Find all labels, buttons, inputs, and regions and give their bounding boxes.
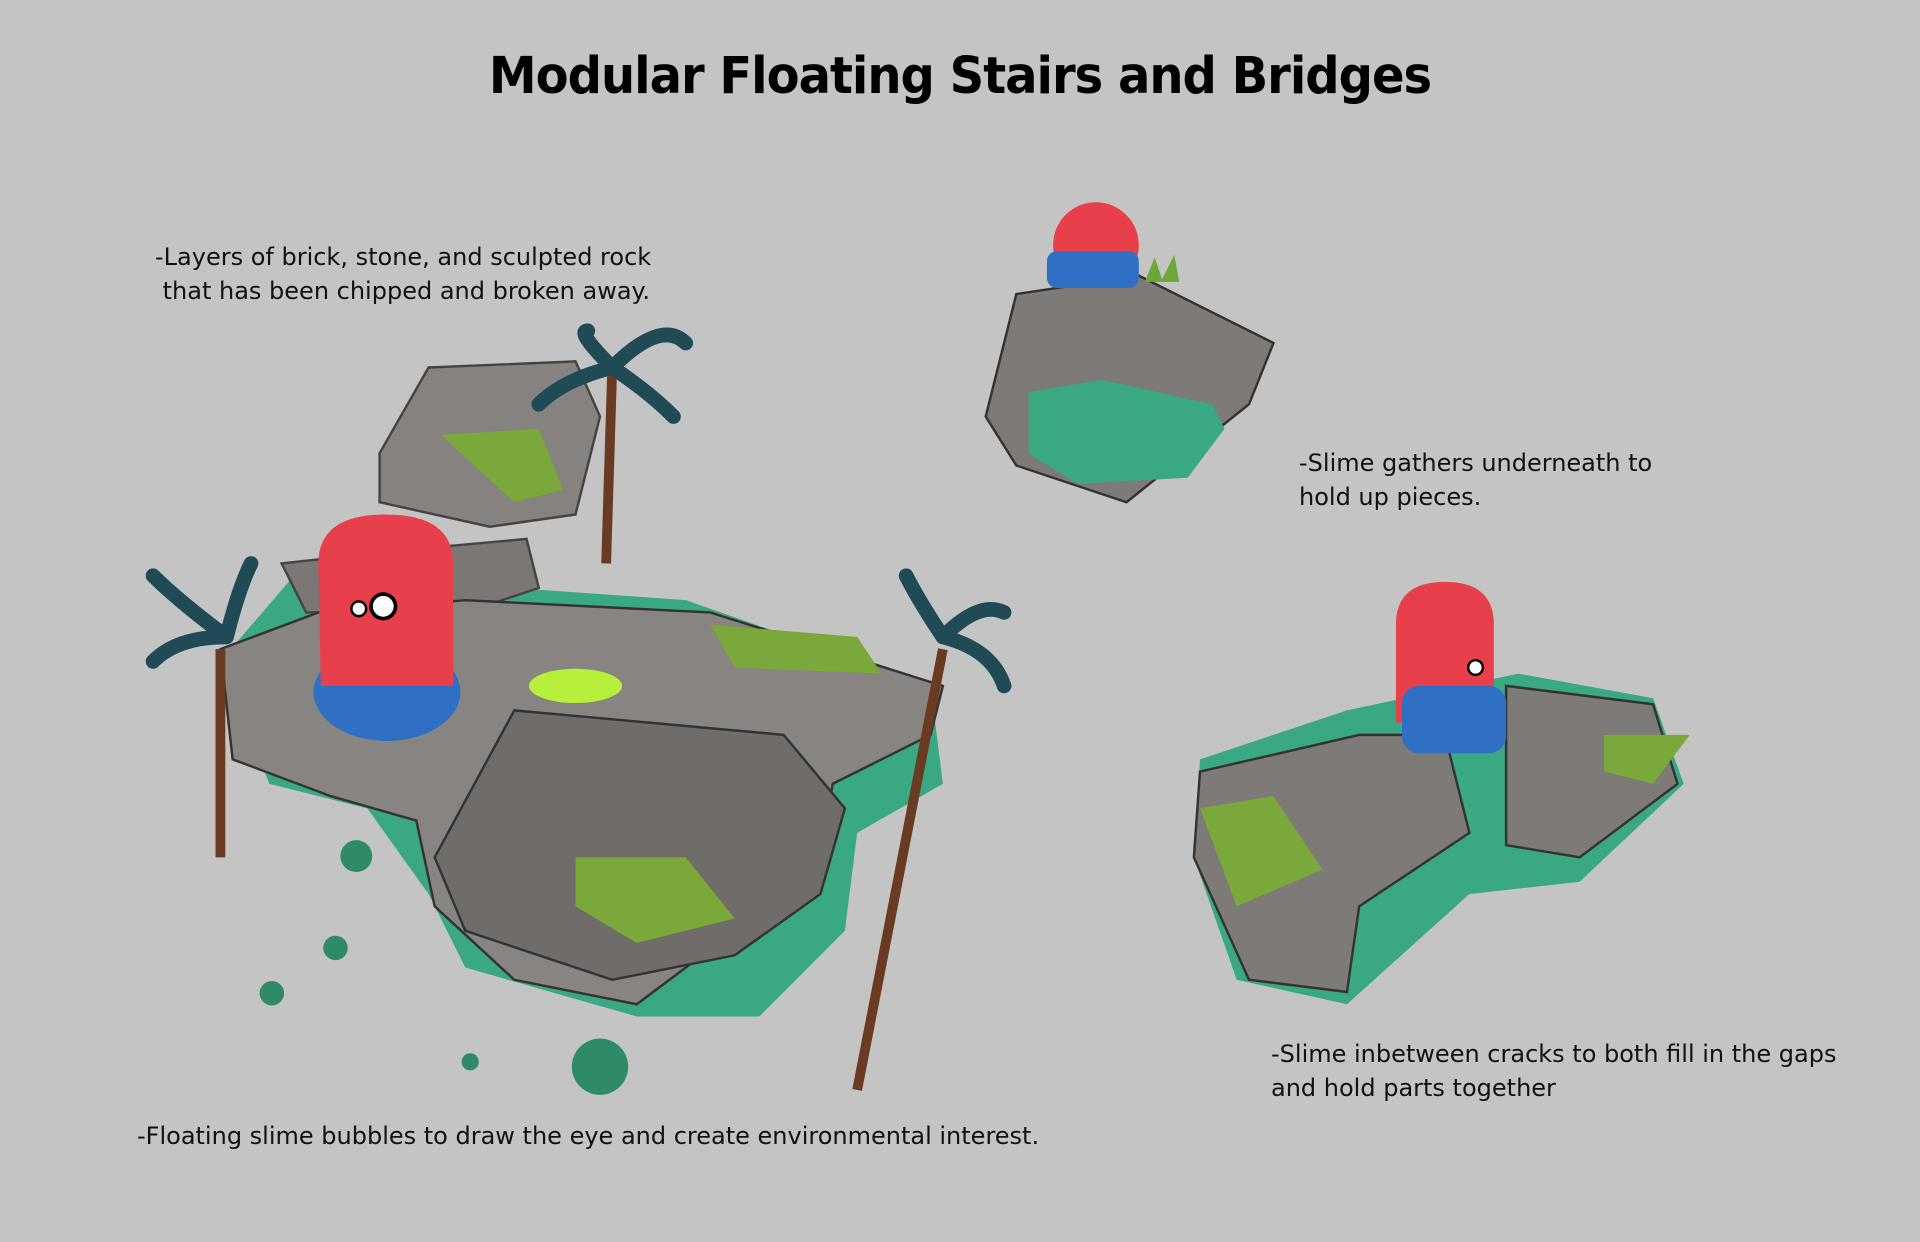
- slime-cracks-illustration: [1192, 581, 1690, 1005]
- page-title: Modular Floating Stairs and Bridges: [488, 46, 1432, 106]
- main-floating-platform-illustration: [145, 323, 1012, 1095]
- note-slime-underneath: -Slime gathers underneath to hold up pie…: [1299, 449, 1653, 511]
- note-layers: -Layers of brick, stone, and sculpted ro…: [155, 243, 652, 305]
- note-cracks: -Slime inbetween cracks to both fill in …: [1271, 1040, 1837, 1102]
- note-bubbles: -Floating slime bubbles to draw the eye …: [137, 1122, 1040, 1150]
- slime-underneath-illustration: [984, 202, 1276, 504]
